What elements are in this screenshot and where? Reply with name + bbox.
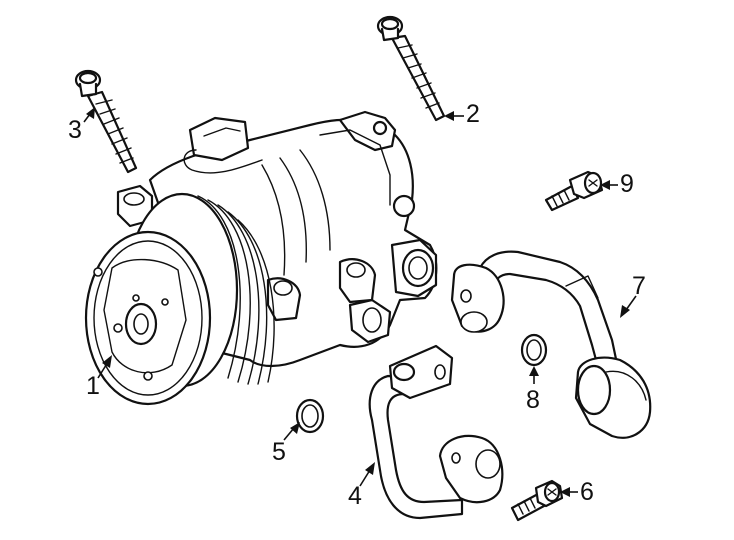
callout-1: 1 (86, 372, 100, 400)
o-ring-left-part[interactable] (295, 398, 325, 434)
callout-3: 3 (68, 116, 82, 144)
callout-8: 8 (526, 386, 540, 414)
leader-lines (83, 107, 637, 497)
short-bolt-upper-part[interactable] (544, 170, 604, 212)
callout-5: 5 (272, 438, 286, 466)
callout-6: 6 (580, 478, 594, 506)
callout-2: 2 (466, 100, 480, 128)
callout-4: 4 (348, 482, 362, 510)
discharge-hose-part[interactable] (368, 344, 504, 520)
compressor-part[interactable] (84, 110, 438, 406)
short-bolt-lower-part[interactable] (510, 479, 564, 522)
long-bolt-right-part[interactable] (376, 15, 446, 122)
callout-9: 9 (620, 170, 634, 198)
o-ring-right-part[interactable] (520, 333, 548, 367)
long-bolt-left-part[interactable] (74, 69, 138, 174)
callout-7: 7 (632, 272, 646, 300)
suction-hose-part[interactable] (450, 250, 652, 439)
